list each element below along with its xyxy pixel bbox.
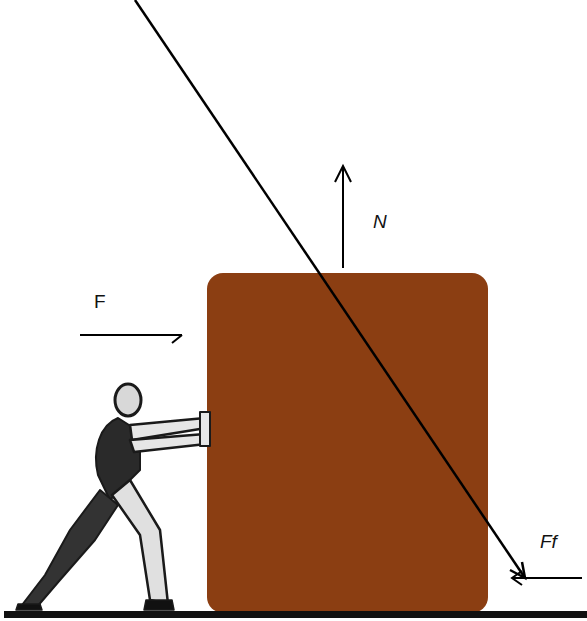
force-label: F (94, 292, 106, 311)
applied-force-arrow (80, 334, 182, 336)
force-label: N (373, 212, 387, 231)
normal-arrow (342, 166, 344, 268)
crate (207, 273, 488, 613)
person-pushing (16, 384, 210, 610)
ground (4, 611, 587, 618)
force-label: Ff (540, 532, 557, 551)
diagonal-arrow (135, 0, 525, 578)
